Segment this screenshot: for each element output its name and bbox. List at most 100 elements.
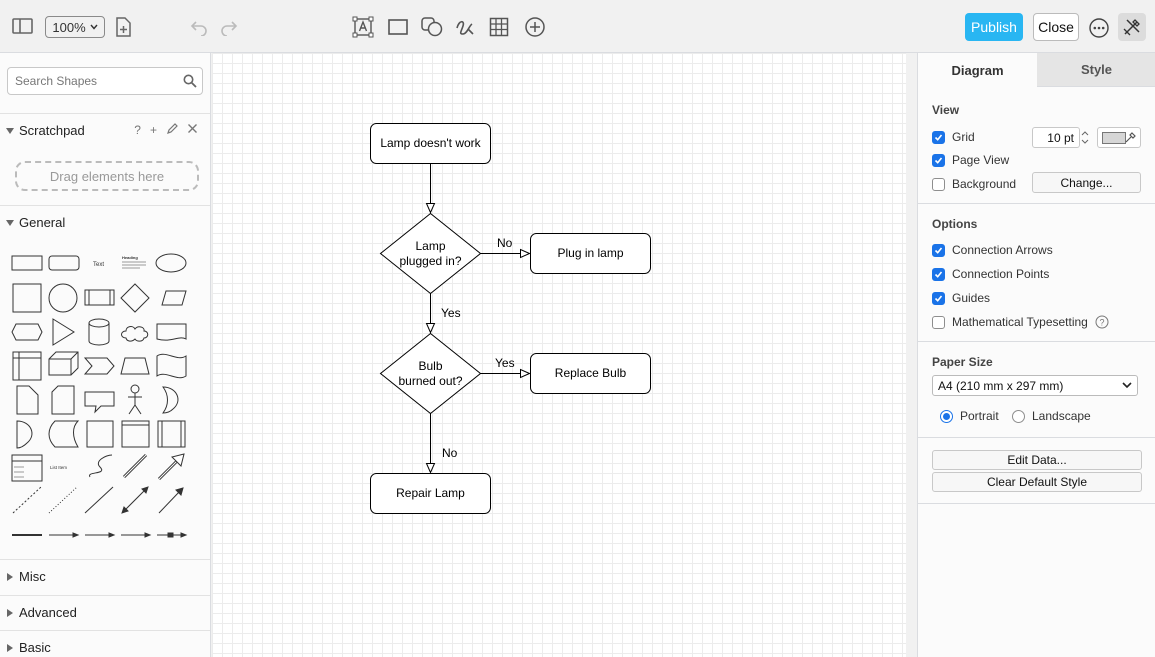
undo-icon[interactable] — [190, 18, 208, 36]
shape-hexagon[interactable] — [11, 323, 43, 341]
page-view-option[interactable]: Page View — [932, 153, 1009, 167]
shape-list[interactable] — [11, 454, 43, 482]
background-option[interactable]: Background — [932, 177, 1016, 191]
close-icon[interactable] — [187, 123, 198, 134]
text-tool-icon[interactable] — [352, 16, 374, 38]
shape-stored-data[interactable] — [48, 420, 80, 448]
misc-header[interactable]: Misc — [0, 559, 210, 593]
shape-parallelogram[interactable] — [161, 290, 187, 306]
math-typesetting-checkbox[interactable] — [932, 315, 945, 329]
shape-delay[interactable] — [16, 420, 33, 449]
more-options-icon[interactable] — [1088, 17, 1110, 39]
shape-triangle[interactable] — [52, 318, 75, 346]
insert-icon[interactable] — [524, 16, 546, 38]
connection-points-option[interactable]: Connection Points — [932, 267, 1049, 281]
shape-tape[interactable] — [156, 353, 187, 379]
shape-callout[interactable] — [84, 391, 115, 414]
portrait-option[interactable]: Portrait — [940, 409, 999, 423]
scratchpad-help-icon[interactable]: ? — [134, 123, 141, 137]
redo-icon[interactable] — [220, 18, 238, 36]
shape-square[interactable] — [12, 283, 42, 313]
edge-q2-no[interactable] — [425, 413, 436, 474]
shape-connector-2-labels[interactable] — [85, 532, 116, 538]
shape-directional-connector[interactable] — [158, 487, 184, 514]
freehand-tool-icon[interactable] — [454, 16, 476, 38]
shape-document[interactable] — [156, 323, 187, 341]
shape-ellipse[interactable] — [155, 253, 187, 273]
grid-size-input[interactable]: 10 pt — [1032, 127, 1080, 148]
shape-trapezoid[interactable] — [120, 357, 150, 375]
shape-line[interactable] — [84, 486, 114, 514]
math-typesetting-option[interactable]: Mathematical Typesetting ? — [932, 315, 1109, 329]
edit-tools-button[interactable] — [1118, 13, 1146, 41]
grid-option[interactable]: Grid — [932, 130, 975, 144]
edge-q1-no[interactable] — [480, 248, 531, 259]
connection-arrows-option[interactable]: Connection Arrows — [932, 243, 1053, 257]
shape-rectangle[interactable] — [11, 255, 43, 271]
shape-bidirectional-connector[interactable] — [121, 486, 149, 514]
grid-checkbox[interactable] — [932, 130, 945, 144]
page-view-checkbox[interactable] — [932, 153, 945, 167]
shape-textbox[interactable] — [122, 261, 146, 269]
shape-circle[interactable] — [48, 283, 78, 313]
landscape-option[interactable]: Landscape — [1012, 409, 1091, 423]
change-background-button[interactable]: Change... — [1032, 172, 1141, 193]
general-header[interactable]: General — [0, 205, 210, 239]
shape-dashed-line[interactable] — [12, 486, 42, 514]
edge-q1-yes[interactable] — [425, 293, 436, 334]
background-checkbox[interactable] — [932, 177, 945, 191]
shape-connector-label[interactable] — [49, 532, 80, 538]
shape-or[interactable] — [162, 386, 179, 414]
shape-card[interactable] — [51, 385, 75, 415]
portrait-radio[interactable] — [940, 409, 953, 423]
search-shapes-input[interactable] — [8, 68, 178, 94]
shape-bidirectional-arrow[interactable] — [122, 453, 148, 479]
edit-icon[interactable] — [166, 123, 178, 135]
shape-diamond[interactable] — [120, 283, 150, 313]
landscape-radio[interactable] — [1012, 409, 1025, 423]
connection-points-checkbox[interactable] — [932, 267, 945, 281]
search-shapes-box[interactable] — [7, 67, 203, 95]
shape-step[interactable] — [83, 357, 115, 375]
shape-internal-storage[interactable] — [12, 351, 42, 381]
shape-heading[interactable]: Heading — [122, 255, 138, 260]
diagram-canvas[interactable]: Lamp doesn't work Lamp plugged in? Plug … — [212, 53, 916, 657]
shape-cloud[interactable] — [121, 326, 149, 342]
shape-cube[interactable] — [48, 351, 79, 376]
shape-curve[interactable] — [89, 454, 113, 478]
scratchpad-drop-zone[interactable]: Drag elements here — [15, 161, 199, 191]
shape-actor[interactable] — [128, 384, 142, 415]
tab-style[interactable]: Style — [1037, 53, 1155, 87]
close-button[interactable]: Close — [1033, 13, 1079, 41]
edit-data-button[interactable]: Edit Data... — [932, 450, 1142, 470]
advanced-header[interactable]: Advanced — [0, 595, 210, 629]
connection-arrows-checkbox[interactable] — [932, 243, 945, 257]
table-tool-icon[interactable] — [489, 17, 509, 37]
publish-button[interactable]: Publish — [965, 13, 1023, 41]
shape-arrow[interactable] — [157, 453, 185, 481]
basic-header[interactable]: Basic — [0, 630, 210, 657]
format-panel-toggle-icon[interactable] — [12, 17, 34, 35]
scratchpad-header[interactable]: Scratchpad — [0, 113, 210, 147]
grid-color-picker[interactable] — [1097, 127, 1141, 148]
tab-diagram[interactable]: Diagram — [951, 62, 1004, 78]
shape-process[interactable] — [84, 289, 115, 306]
zoom-dropdown[interactable]: 100% — [45, 16, 105, 38]
shape-list-item[interactable]: List Item — [50, 465, 67, 470]
guides-option[interactable]: Guides — [932, 291, 990, 305]
shape-frame[interactable] — [86, 420, 114, 448]
clear-default-style-button[interactable]: Clear Default Style — [932, 472, 1142, 492]
shape-text[interactable]: Text — [93, 262, 104, 268]
search-icon[interactable] — [183, 74, 197, 88]
shape-rounded-rectangle[interactable] — [48, 255, 80, 271]
grid-size-stepper[interactable] — [1079, 127, 1091, 148]
guides-checkbox[interactable] — [932, 291, 945, 305]
shape-connector-symbol[interactable] — [157, 532, 188, 538]
edge-q2-yes[interactable] — [480, 368, 531, 379]
shape-cylinder[interactable] — [88, 318, 110, 346]
shape-connector-3-labels[interactable] — [121, 532, 152, 538]
shape-note[interactable] — [16, 385, 39, 415]
help-icon[interactable]: ? — [1095, 315, 1109, 329]
shape-vertical-container[interactable] — [157, 420, 186, 448]
rectangle-tool-icon[interactable] — [387, 18, 409, 36]
